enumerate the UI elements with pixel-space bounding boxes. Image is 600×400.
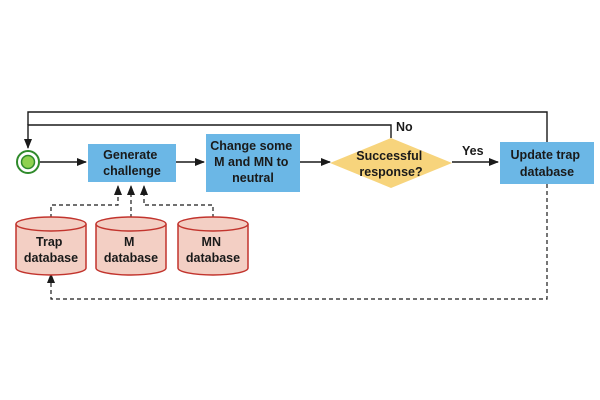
change-line-3: neutral (232, 171, 274, 185)
db-m-database: M database (95, 216, 167, 276)
mdb-line-1: M (124, 235, 134, 249)
update-line-1: Update trap (511, 148, 581, 162)
svg-text:Generate challenge: Generate challenge (103, 148, 161, 178)
node-decision-successful: Successful response? (330, 138, 452, 188)
db-mn-database: MN database (177, 216, 249, 276)
edge-update-to-trapdb (47, 184, 548, 300)
svg-text:Change some M and MN to: Change some M and MN to neutral (210, 139, 295, 185)
svg-text:Update trap database: Update trap database (511, 148, 584, 179)
decision-line-2: response? (359, 165, 422, 179)
edge-mndb-to-generate (140, 185, 214, 218)
edge-update-outer-loop (27, 111, 548, 142)
generate-line-1: Generate (103, 148, 157, 162)
change-line-1: Change some (210, 139, 292, 153)
edge-label-yes: Yes (462, 144, 484, 158)
svg-text:M database: M database (104, 235, 158, 265)
mndb-line-1: MN (202, 235, 221, 249)
edge-decision-no-loop (24, 124, 392, 149)
edge-label-no: No (396, 120, 413, 134)
svg-text:MN database: MN database (186, 235, 240, 265)
node-change-to-neutral: Change some M and MN to neutral (206, 134, 300, 192)
start-node (16, 150, 40, 174)
generate-line-2: challenge (103, 164, 161, 178)
start-inner-dot (20, 154, 36, 170)
node-update-trap-database: Update trap database (500, 142, 594, 184)
svg-text:Trap database: Trap database (24, 235, 78, 265)
trapdb-line-2: database (24, 251, 78, 265)
mndb-line-2: database (186, 251, 240, 265)
edge-trapdb-to-generate (50, 185, 122, 218)
mdb-line-2: database (104, 251, 158, 265)
change-line-2: M and MN to (214, 155, 289, 169)
trapdb-line-1: Trap (36, 235, 63, 249)
db-trap-database: Trap database (15, 216, 87, 276)
node-generate-challenge: Generate challenge (88, 144, 176, 182)
svg-text:Successful response?: Successful response? (356, 149, 426, 179)
update-line-2: database (520, 165, 574, 179)
decision-line-1: Successful (356, 149, 422, 163)
